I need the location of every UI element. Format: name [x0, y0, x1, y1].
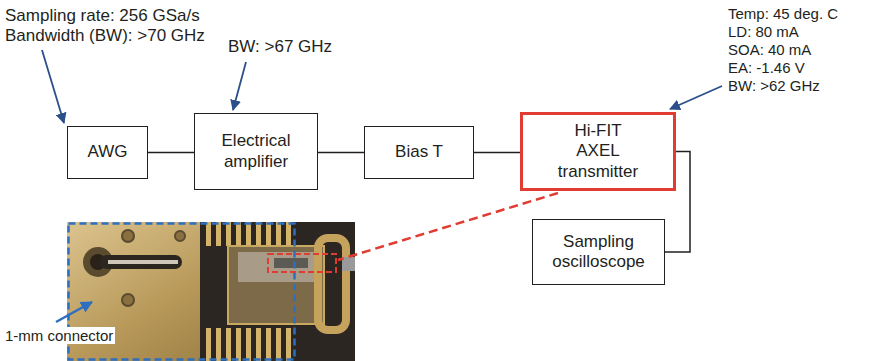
box-text: Hi-FIT AXEL transmitter — [552, 121, 644, 182]
signal-line — [148, 152, 194, 154]
spec-label: 1-mm connector — [3, 327, 115, 344]
pin — [276, 222, 281, 246]
box-text: Bias T — [395, 142, 443, 162]
screw — [122, 294, 134, 306]
spec-label: SOA: 40 mA — [728, 41, 811, 58]
box-text: AWG — [88, 142, 128, 162]
spec-label: LD: 80 mA — [728, 23, 799, 40]
pin — [276, 328, 281, 361]
pin — [206, 328, 211, 361]
annotation-arrow — [42, 50, 64, 123]
signal-line — [474, 152, 520, 154]
substrate — [238, 252, 320, 282]
pin — [256, 222, 261, 246]
pin — [256, 328, 261, 361]
annotation-arrow — [233, 62, 246, 110]
process-box: AWG — [67, 126, 148, 179]
pin — [246, 328, 251, 361]
box-text: Electrical amplifier — [210, 131, 302, 172]
signal-line — [318, 152, 364, 154]
pin — [216, 328, 221, 361]
zoom-line — [338, 193, 558, 260]
carrier — [228, 246, 324, 324]
process-box: Electrical amplifier — [194, 113, 318, 190]
pin — [226, 222, 231, 246]
pin — [216, 222, 221, 246]
spec-label: EA: -1.46 V — [728, 59, 805, 76]
device-box: Hi-FIT AXEL transmitter — [520, 112, 676, 191]
pointer-arrow — [56, 302, 92, 322]
signal-channel — [100, 255, 182, 269]
box-text: Sampling oscilloscope — [544, 232, 654, 273]
pin — [266, 222, 271, 246]
instrument-box: Sampling oscilloscope — [532, 219, 665, 285]
process-box: Bias T — [364, 126, 474, 179]
pin — [286, 222, 291, 246]
spec-label: Sampling rate: 256 GSa/s — [5, 6, 200, 26]
pin — [286, 328, 291, 361]
pin — [246, 222, 251, 246]
screw — [175, 231, 185, 241]
pin — [226, 328, 231, 361]
pin — [266, 328, 271, 361]
center-conductor — [108, 260, 178, 264]
spec-label: BW: >62 GHz — [728, 77, 820, 94]
frame — [318, 238, 346, 330]
annotation-arrow — [670, 86, 722, 109]
spec-label: BW: >67 GHz — [228, 37, 332, 57]
pin — [206, 222, 211, 246]
package — [200, 222, 355, 361]
pin — [236, 328, 241, 361]
spec-label: Temp: 45 deg. C — [728, 5, 838, 22]
chip-highlight — [268, 254, 336, 272]
spec-label: Bandwidth (BW): >70 GHz — [5, 26, 205, 46]
pin — [236, 222, 241, 246]
chip — [274, 258, 308, 268]
screw — [122, 230, 134, 242]
